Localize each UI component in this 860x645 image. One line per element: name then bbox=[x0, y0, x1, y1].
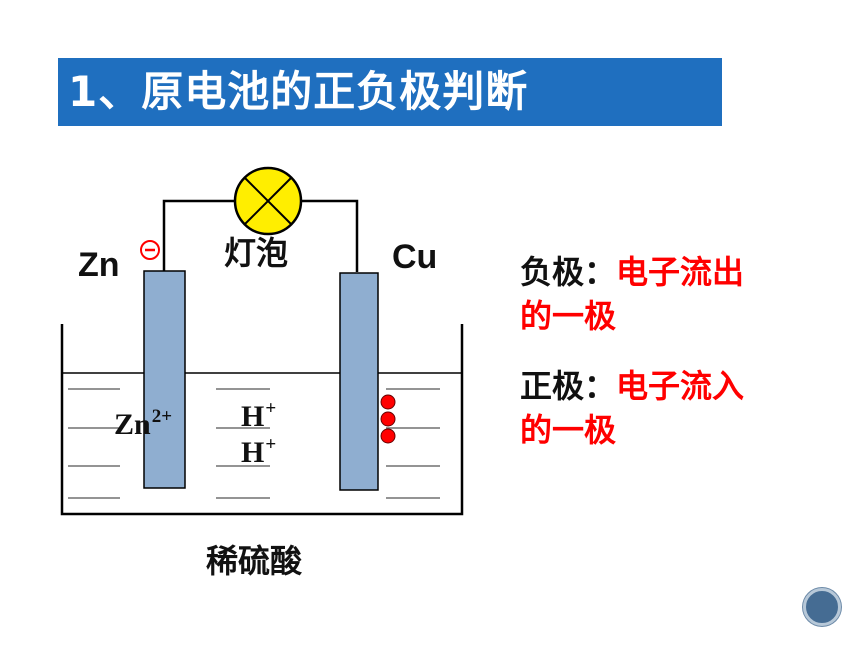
lamp-label: 灯泡 bbox=[224, 234, 289, 272]
positive-value: 电子流入 bbox=[616, 367, 745, 405]
cathode-label: Cu bbox=[392, 238, 438, 276]
beaker bbox=[60, 324, 464, 516]
negative-electrode-definition: 负极：电子流出 的一极 bbox=[520, 250, 744, 338]
hydrogen-ion-label: H+ bbox=[241, 434, 277, 469]
positive-value-cont: 的一极 bbox=[520, 411, 617, 449]
bubble bbox=[380, 394, 396, 410]
anode-label: Zn bbox=[78, 246, 120, 284]
positive-electrode-definition: 正极：电子流入 的一极 bbox=[520, 364, 744, 452]
solution-label: 稀硫酸 bbox=[206, 542, 303, 580]
slide-nav-button[interactable] bbox=[803, 588, 841, 626]
positive-key: 正极： bbox=[520, 367, 617, 405]
negative-value: 电子流出 bbox=[616, 253, 745, 291]
copper-electrode bbox=[339, 272, 379, 491]
lamp-icon bbox=[233, 166, 303, 236]
negative-sign-icon bbox=[140, 240, 160, 260]
external-circuit-wire bbox=[162, 199, 359, 272]
zinc-electrode bbox=[143, 270, 186, 489]
zinc-ion-label: Zn2+ bbox=[114, 406, 173, 441]
bubble bbox=[380, 428, 396, 444]
negative-key: 负极： bbox=[520, 253, 617, 291]
title-banner: 1、原电池的正负极判断 bbox=[58, 58, 722, 126]
bubble bbox=[380, 411, 396, 427]
liquid-hatching bbox=[68, 388, 440, 499]
hydrogen-ion-label: H+ bbox=[241, 398, 277, 433]
hydrogen-bubbles bbox=[380, 394, 396, 444]
page-title: 1、原电池的正负极判断 bbox=[68, 67, 529, 116]
negative-value-cont: 的一极 bbox=[520, 297, 617, 335]
